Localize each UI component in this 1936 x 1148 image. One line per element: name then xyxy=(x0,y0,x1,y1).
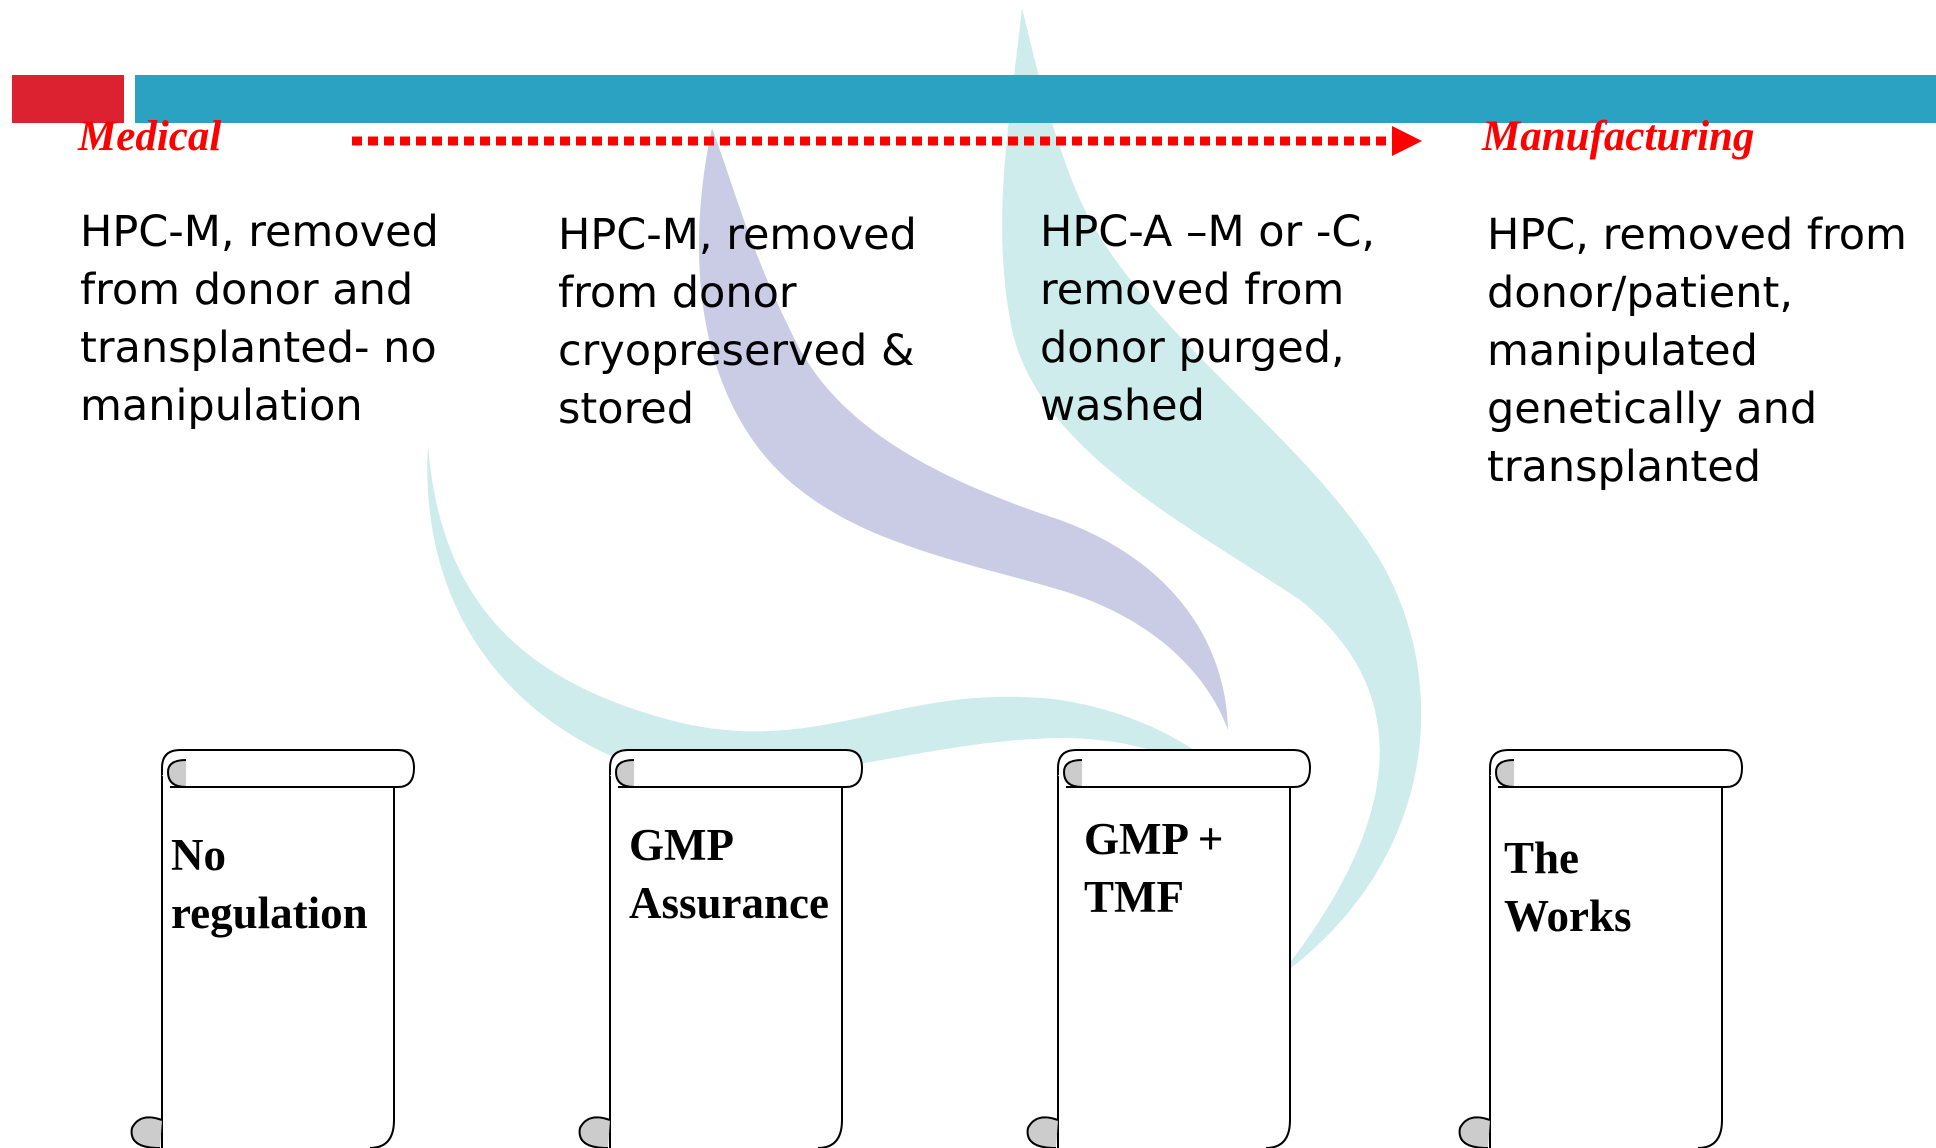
scroll-shape-4 xyxy=(1458,749,1744,1148)
description-1: HPC-M, removed from donor and transplant… xyxy=(80,207,439,431)
scroll-label-gmp-tmf: GMP + TMF xyxy=(1084,814,1224,922)
header-blue-bar xyxy=(135,75,1936,123)
scroll-shape-1 xyxy=(130,749,416,1148)
watermark-flame-right xyxy=(1002,8,1422,978)
description-2: HPC-M, removed from donor cryopreserved … xyxy=(558,210,917,434)
scroll-shape-2 xyxy=(578,749,864,1148)
scroll-label-gmp-assurance: GMP Assurance xyxy=(629,820,829,928)
header-red-block xyxy=(12,75,124,123)
watermark-flame-middle xyxy=(699,128,1228,730)
description-3: HPC-A –M or -C, removed from donor purge… xyxy=(1040,207,1376,431)
description-4: HPC, removed from donor/patient, manipul… xyxy=(1487,210,1907,492)
manufacturing-label: Manufacturing xyxy=(1482,113,1755,160)
arrow-head xyxy=(1392,126,1422,156)
medical-label: Medical xyxy=(78,113,222,160)
scroll-shape-3 xyxy=(1026,749,1312,1148)
scroll-label-no-regulation: No regulation xyxy=(171,830,368,938)
scroll-label-the-works: The Works xyxy=(1504,833,1632,941)
